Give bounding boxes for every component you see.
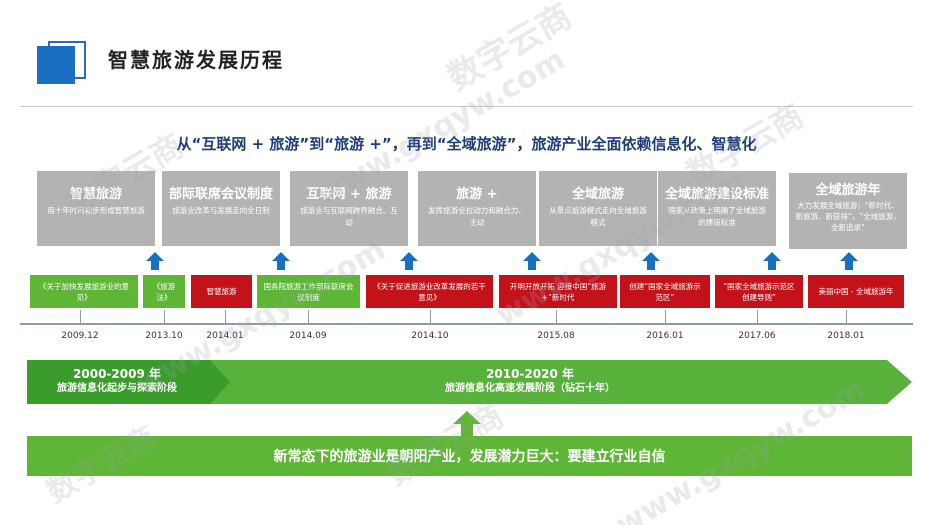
timeline-date: 2015.08 — [537, 331, 575, 341]
stage-title: 智慧旅游 — [69, 187, 122, 202]
timeline-tick — [164, 310, 165, 323]
timeline-axis — [20, 323, 913, 325]
timeline-date: 2018.01 — [827, 331, 865, 341]
stage-card-all-for-one: 全域旅游 从景点旅游模式走向全域旅游模式 — [539, 171, 657, 246]
stage-desc: 从景点旅游模式走向全域旅游模式 — [549, 206, 647, 227]
phase-label-early: 2000-2009 年 旅游信息化起步与探索阶段 — [32, 367, 202, 396]
phase-label-rapid: 2010-2020 年 旅游信息化高速发展阶段（钻石十年） — [380, 367, 680, 396]
timeline-tick — [225, 310, 226, 323]
timeline-date: 2013.10 — [145, 331, 183, 341]
event-box-2016: 创建“国家全域旅游示范区” — [620, 275, 710, 308]
timeline-tick — [80, 310, 81, 323]
stage-card-all-for-one-year: 全域旅游年 大力发展全域旅游；“新时代、新旅游、新获得”，“全域旅游，全新追求” — [789, 173, 907, 249]
stage-card-smart-tourism: 智慧旅游 用十年时间初步形成智慧旅游 — [37, 171, 155, 246]
timeline-tick — [430, 310, 431, 323]
stage-desc: 旅游业改革与发展走向全日制 — [172, 206, 270, 215]
stage-title: 全域旅游 — [571, 187, 624, 202]
stage-desc: 旅游业与互联网跨界融合、互动 — [300, 206, 398, 227]
event-box-2014-09: 国务院旅游工作部际联席会议制度 — [257, 275, 360, 308]
stage-desc: 大力发展全域旅游；“新时代、新旅游、新获得”，“全域旅游，全新追求” — [795, 201, 901, 232]
timeline-date: 2017.06 — [738, 331, 776, 341]
timeline-tick — [665, 310, 666, 323]
up-arrow-icon — [642, 252, 660, 270]
timeline-tick — [846, 310, 847, 323]
timeline-date: 2016.01 — [646, 331, 684, 341]
timeline-date: 2014.01 — [206, 331, 244, 341]
event-box-2014-10: 《关于促进旅游业改革发展的若干意见》 — [366, 275, 493, 308]
stage-desc: 发挥旅游业拉动力和融合力、主动 — [428, 206, 526, 227]
stage-card-standards: 全域旅游建设标准 国家从政策上明确了全域旅游的建设标准 — [658, 171, 776, 246]
timeline-date: 2014.09 — [289, 331, 327, 341]
event-box-2009: 《关于加快发展旅游业的意见》 — [30, 275, 138, 308]
stage-desc: 国家从政策上明确了全域旅游的建设标准 — [668, 206, 766, 227]
phase-chevrons — [27, 360, 912, 404]
stage-title: 全域旅游年 — [815, 183, 881, 198]
up-arrow-icon — [523, 252, 541, 270]
stage-title: 旅游 + — [456, 187, 498, 202]
up-arrow-icon — [400, 252, 418, 270]
timeline-tick — [757, 310, 758, 323]
phase-desc: 旅游信息化起步与探索阶段 — [57, 383, 177, 394]
header-divider — [20, 106, 913, 107]
stage-card-tourism-plus: 旅游 + 发挥旅游业拉动力和融合力、主动 — [418, 171, 536, 246]
up-arrow-icon — [840, 252, 858, 270]
stage-title: 部际联席会议制度 — [168, 187, 273, 202]
phase-years: 2010-2020 年 — [486, 367, 574, 381]
phase-chevron-rapid — [210, 360, 912, 404]
up-arrow-icon — [453, 411, 481, 437]
event-box-2018: 美丽中国 - 全域旅游年 — [808, 275, 904, 308]
slide-subtitle: 从“互联网 + 旅游”到“旅游 +”，再到“全域旅游”，旅游产业全面依赖信息化、… — [176, 135, 757, 153]
stage-card-internet-plus: 互联网 + 旅游 旅游业与互联网跨界融合、互动 — [290, 171, 408, 246]
timeline-date: 2009.12 — [61, 331, 99, 341]
timeline-date: 2014.10 — [411, 331, 449, 341]
logo-filled-square — [37, 46, 75, 84]
event-box-2015: 开明开放开拓 迎接中国“旅游 +”新时代 — [499, 275, 617, 308]
stage-title: 全域旅游建设标准 — [664, 187, 769, 202]
conclusion-bar: 新常态下的旅游业是朝阳产业，发展潜力巨大：要建立行业自信 — [27, 436, 912, 476]
stage-desc: 用十年时间初步形成智慧旅游 — [47, 206, 145, 215]
stage-card-interministerial: 部际联席会议制度 旅游业改革与发展走向全日制 — [162, 171, 280, 246]
up-arrow-icon — [146, 252, 164, 270]
page-title: 智慧旅游发展历程 — [108, 48, 284, 72]
event-box-2017: “国家全域旅游示范区创建导则” — [715, 275, 803, 308]
watermark-text: 数字云商 — [440, 0, 579, 99]
event-box-2013: 《旅游法》 — [143, 275, 185, 308]
timeline-tick — [308, 310, 309, 323]
phase-desc: 旅游信息化高速发展阶段（钻石十年） — [445, 383, 615, 394]
stage-title: 互联网 + 旅游 — [306, 187, 392, 202]
event-box-2014-01: 智慧旅游 — [191, 275, 252, 308]
up-arrow-icon — [763, 252, 781, 270]
up-arrow-icon — [272, 252, 290, 270]
timeline-tick — [556, 310, 557, 323]
phase-chevron-early — [27, 360, 232, 404]
phase-years: 2000-2009 年 — [73, 367, 161, 381]
